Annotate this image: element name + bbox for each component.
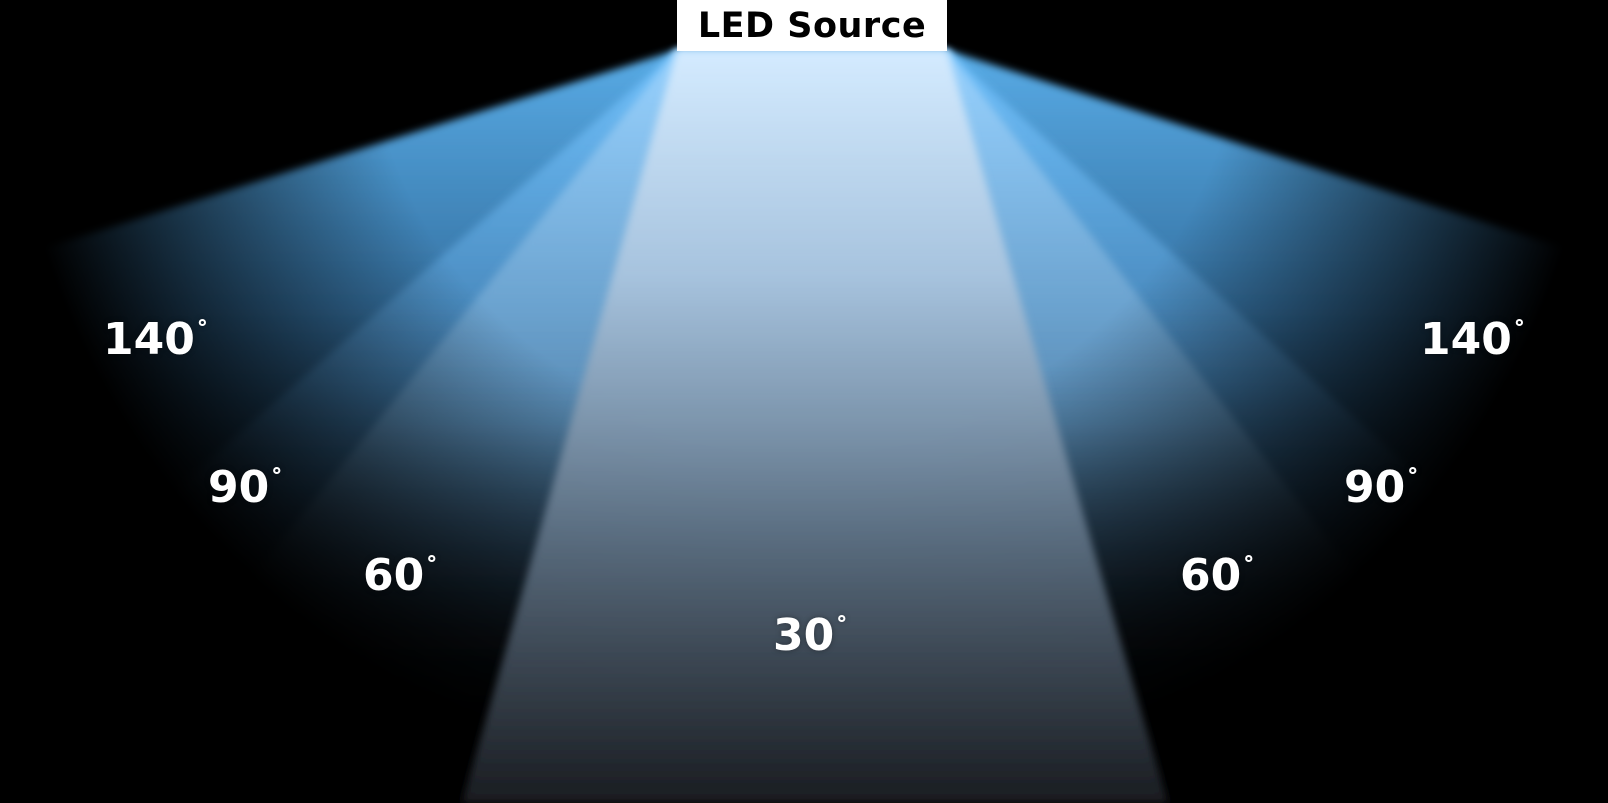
beam-30-label: 30˚ [773, 614, 848, 658]
led-source-box: LED Source [677, 0, 947, 51]
beam-60-label-right: 60˚ [1180, 554, 1255, 598]
degree-symbol: ˚ [835, 615, 849, 645]
degree-symbol: ˚ [1406, 467, 1420, 497]
beam-90-value: 90 [208, 462, 270, 513]
degree-symbol: ˚ [1242, 555, 1256, 585]
degree-symbol: ˚ [1512, 319, 1526, 349]
beam-90-label-right: 90˚ [1344, 466, 1419, 510]
beam-90-value: 90 [1344, 462, 1406, 513]
degree-symbol: ˚ [425, 555, 439, 585]
beam-140-value: 140 [1420, 314, 1512, 365]
beam-30-wedge [462, 50, 1168, 803]
beam-30-value: 30 [773, 610, 835, 661]
beam-60-label-left: 60˚ [363, 554, 438, 598]
beam-140-value: 140 [103, 314, 195, 365]
degree-symbol: ˚ [195, 319, 209, 349]
beam-60-value: 60 [363, 550, 425, 601]
degree-symbol: ˚ [270, 467, 284, 497]
beam-60-value: 60 [1180, 550, 1242, 601]
beam-90-label-left: 90˚ [208, 466, 283, 510]
beam-140-label-right: 140˚ [1420, 318, 1526, 362]
beam-140-label-left: 140˚ [103, 318, 209, 362]
led-source-label: LED Source [697, 5, 927, 46]
